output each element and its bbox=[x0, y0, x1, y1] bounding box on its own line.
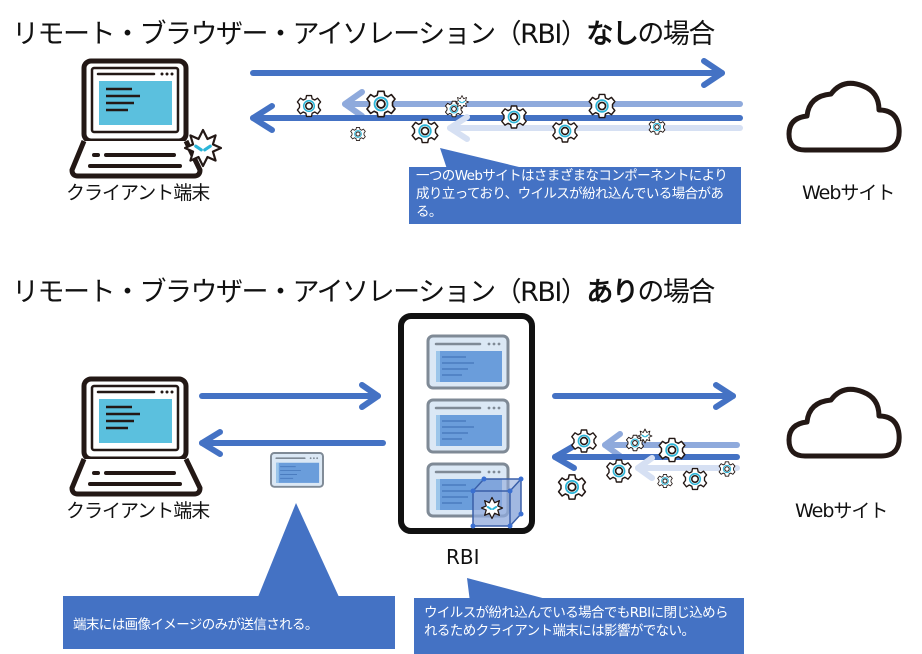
gear-icon bbox=[605, 459, 633, 483]
title-suffix: の場合 bbox=[637, 277, 715, 308]
callout-pointer-right bbox=[467, 578, 550, 602]
title-bold: あり bbox=[586, 277, 639, 308]
rbi-server-box bbox=[398, 313, 535, 534]
callout-text: 一つのWebサイトはさまざまなコンポーネントにより成り立っており、ウイルスが紛れ… bbox=[416, 168, 728, 220]
title-without-rbi: リモート・ブラウザー・アイソレーション（RBI）なしの場合 bbox=[12, 12, 715, 51]
request-arrow-rbi-web bbox=[552, 382, 736, 410]
callout-image-only: 端末には画像イメージのみが送信される。 bbox=[63, 596, 395, 649]
gear-icon bbox=[682, 467, 708, 491]
gear-icon bbox=[718, 461, 736, 477]
gear-icon bbox=[657, 473, 673, 489]
website-label-without: Webサイト bbox=[802, 182, 895, 204]
isolated-browser-icon bbox=[426, 398, 510, 454]
website-label-with: Webサイト bbox=[795, 500, 888, 522]
callout-components: 一つのWebサイトはさまざまなコンポーネントにより成り立っており、ウイルスが紛れ… bbox=[409, 167, 741, 224]
title-with-rbi: リモート・ブラウザー・アイソレーション（RBI）ありの場合 bbox=[12, 270, 715, 309]
image-only-browser-icon bbox=[270, 452, 324, 488]
virus-icon bbox=[637, 428, 653, 444]
response-arrow-main-2 bbox=[552, 443, 740, 471]
response-arrow-main bbox=[250, 103, 743, 133]
title-prefix: リモート・ブラウザー・アイソレーション（RBI） bbox=[12, 277, 588, 308]
client-label-without: クライアント端末 bbox=[66, 182, 210, 204]
rbi-label: RBI bbox=[446, 545, 480, 569]
callout-isolation: ウイルスが紛れ込んでいる場合でもRBIに閉じ込められるためクライアント端末には影… bbox=[414, 598, 744, 654]
containment-cube-icon bbox=[470, 476, 524, 529]
callout-text: 端末には画像イメージのみが送信される。 bbox=[73, 617, 318, 633]
gear-icon bbox=[570, 429, 598, 453]
gear-icon bbox=[557, 474, 587, 500]
callout-text: ウイルスが紛れ込んでいる場合でもRBIに閉じ込められるためクライアント端末には影… bbox=[424, 605, 729, 639]
cloud-icon bbox=[786, 386, 902, 459]
laptop-icon bbox=[69, 376, 203, 497]
response-arrow-rbi-client bbox=[199, 429, 386, 457]
title-bold: なし bbox=[586, 19, 639, 50]
callout-pointer-left bbox=[258, 503, 339, 597]
request-arrow-client-rbi bbox=[199, 382, 381, 410]
title-prefix: リモート・ブラウザー・アイソレーション（RBI） bbox=[12, 19, 588, 50]
laptop-icon-infected bbox=[69, 58, 223, 179]
client-label-with: クライアント端末 bbox=[66, 500, 210, 522]
gear-icon bbox=[658, 437, 686, 463]
response-arrow-mid bbox=[342, 89, 743, 119]
response-arrow-light bbox=[447, 114, 743, 142]
isolated-browser-icon bbox=[426, 334, 510, 390]
request-arrow-1 bbox=[250, 58, 725, 88]
cloud-icon bbox=[786, 80, 902, 153]
title-suffix: の場合 bbox=[637, 19, 715, 50]
